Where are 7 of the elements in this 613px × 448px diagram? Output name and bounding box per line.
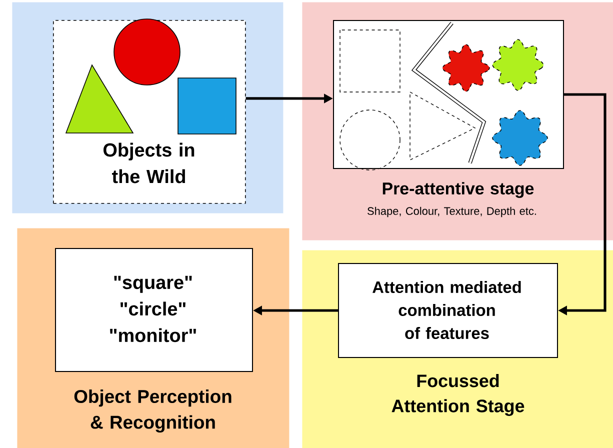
box-label: Objects in the Wild — [104, 142, 194, 184]
stage-title: Object Perception & Recognition — [74, 389, 232, 433]
stage-description: Shape, Colour, Texture, Depth etc. — [368, 206, 536, 218]
box-label: "square" "circle" "monitor" — [110, 276, 196, 342]
stage-title: Focussed Attention Stage — [392, 374, 524, 416]
box-label: Attention mediated combination of features — [372, 280, 521, 340]
stage-title: Pre-attentive stage — [382, 182, 534, 198]
